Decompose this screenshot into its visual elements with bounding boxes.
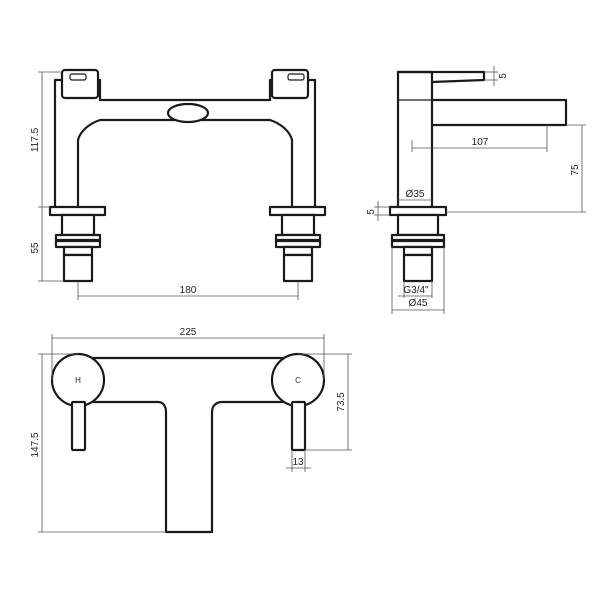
label-side-base-tab: 5: [366, 209, 377, 215]
dim-base-diameter: Ø45: [391, 247, 445, 314]
side-lever: [396, 70, 486, 84]
front-left-fixing: [48, 205, 107, 283]
hot-mark: H: [75, 376, 81, 385]
label-lever-width: 13: [292, 457, 304, 468]
plan-hot-lever: [70, 400, 87, 452]
cold-mark: C: [295, 376, 301, 385]
side-fixing: [388, 205, 448, 283]
dim-lever-width: 13: [286, 450, 311, 472]
front-right-fixing: [268, 205, 327, 283]
side-body: [396, 70, 434, 209]
front-right-handle-slot: [287, 73, 305, 81]
label-base-diameter: Ø45: [409, 298, 428, 309]
dim-overall-width: 225: [51, 327, 325, 380]
plan-view: H C 225 147.5 73.5: [30, 327, 352, 534]
label-overall-depth: 147.5: [30, 432, 41, 457]
dim-side-top-tab: 5: [484, 66, 509, 86]
label-thread: G3/4": [403, 285, 429, 296]
label-handle-offset: 73.5: [336, 392, 347, 412]
label-pillar-diameter: Ø35: [406, 189, 425, 200]
label-front-body-height: 117.5: [30, 127, 41, 152]
plan-body: [76, 356, 300, 534]
dim-handle-offset: 73.5: [298, 353, 352, 451]
side-view: 5 107 75 Ø35 5: [366, 66, 586, 314]
plan-cold-lever: [290, 400, 307, 452]
label-centres: 180: [180, 285, 197, 296]
dim-spout-reach: 107: [411, 125, 548, 152]
dim-front-base-height: 55: [30, 207, 64, 282]
front-bridge: [76, 98, 294, 142]
front-right-pillar: [268, 78, 317, 208]
side-spout: [430, 98, 568, 127]
front-right-handle: [270, 68, 310, 100]
dim-pillar-diameter: Ø35: [398, 189, 432, 201]
label-overall-width: 225: [180, 327, 197, 338]
label-front-base-height: 55: [30, 242, 41, 254]
front-view: 117.5 55 180: [30, 68, 327, 300]
dim-thread: G3/4": [398, 281, 433, 298]
front-left-pillar: [53, 78, 102, 208]
label-spout-height: 75: [570, 164, 581, 176]
dim-front-body-height: 117.5: [30, 71, 62, 208]
front-spout-outlet: [166, 102, 210, 124]
dim-overall-depth: 147.5: [30, 353, 166, 533]
front-left-handle-slot: [69, 73, 87, 81]
dim-spout-height: 75: [446, 124, 586, 213]
dim-centres: 180: [77, 281, 299, 300]
label-side-top-tab: 5: [498, 73, 509, 79]
front-left-handle: [60, 68, 100, 100]
label-spout-reach: 107: [472, 137, 489, 148]
dim-side-base-tab: 5: [366, 201, 390, 221]
